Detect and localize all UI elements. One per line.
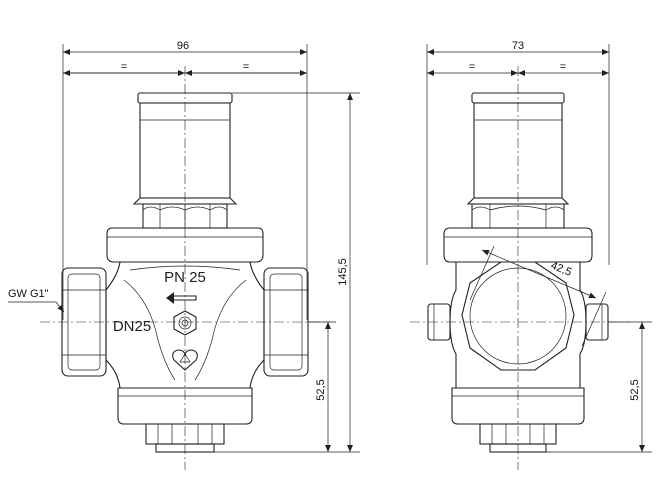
gauge-port-plug (173, 310, 197, 336)
side-left-port (427, 303, 451, 341)
side-half-left-label: = (469, 61, 475, 73)
front-half-right-label: = (243, 61, 249, 73)
front-lower-cap (117, 387, 253, 453)
thread-callout: GW G1" (8, 288, 65, 313)
side-lower-height-label: 52,5 (629, 379, 641, 400)
front-upper-flange (106, 227, 264, 263)
front-lower-height-label: 52,5 (315, 379, 327, 400)
side-lower-height-dimension: 52,5 (546, 321, 652, 453)
front-view: 96 = = (8, 40, 360, 470)
certification-mark-icon (172, 349, 198, 371)
front-height-dimension: 145,5 52,5 (214, 92, 360, 453)
size-marking: DN25 (113, 318, 151, 335)
flow-arrow-icon (166, 292, 197, 304)
front-half-left-label: = (121, 61, 127, 73)
pressure-marking: PN 25 (164, 269, 206, 286)
side-width-dimension: 73 = = (426, 40, 610, 265)
side-lower-cap (451, 387, 585, 453)
front-height-label: 145,5 (337, 258, 349, 286)
front-width-label: 96 (177, 40, 189, 52)
thread-label: GW G1" (8, 288, 49, 300)
side-width-label: 73 (512, 40, 524, 52)
front-left-port (61, 267, 107, 377)
side-half-right-label: = (560, 61, 566, 73)
front-hex-nut (142, 203, 228, 229)
side-view: 73 = = (410, 40, 652, 470)
